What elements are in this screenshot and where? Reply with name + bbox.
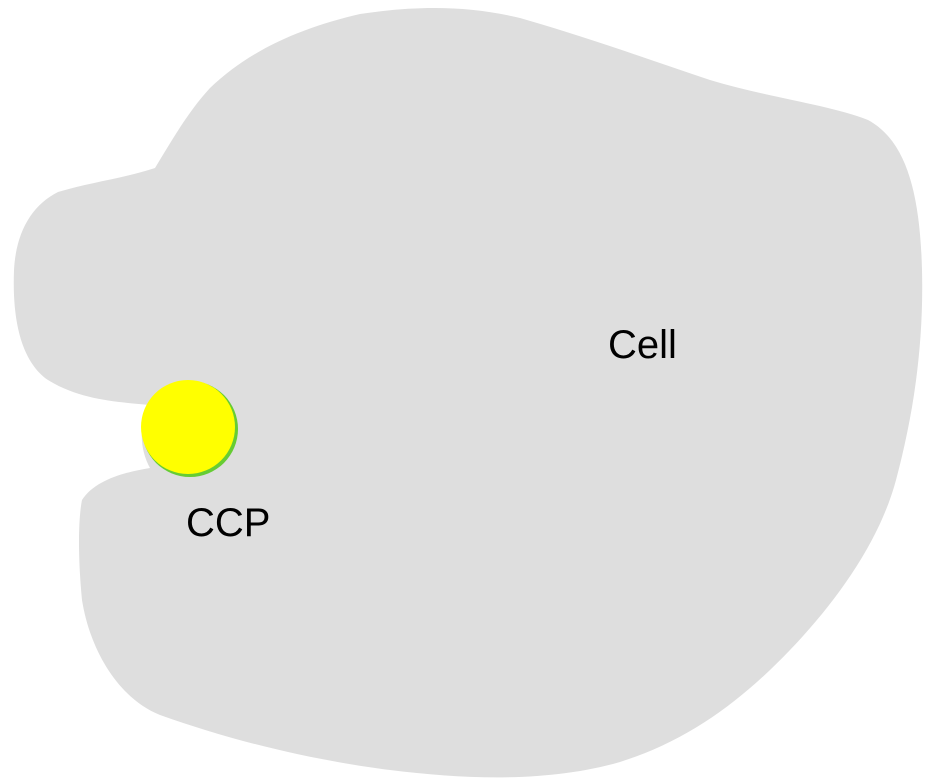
ccp-circle xyxy=(141,380,235,474)
ccp-label: CCP xyxy=(186,501,270,545)
cell-label: Cell xyxy=(608,323,677,367)
cell-shape xyxy=(13,8,923,778)
